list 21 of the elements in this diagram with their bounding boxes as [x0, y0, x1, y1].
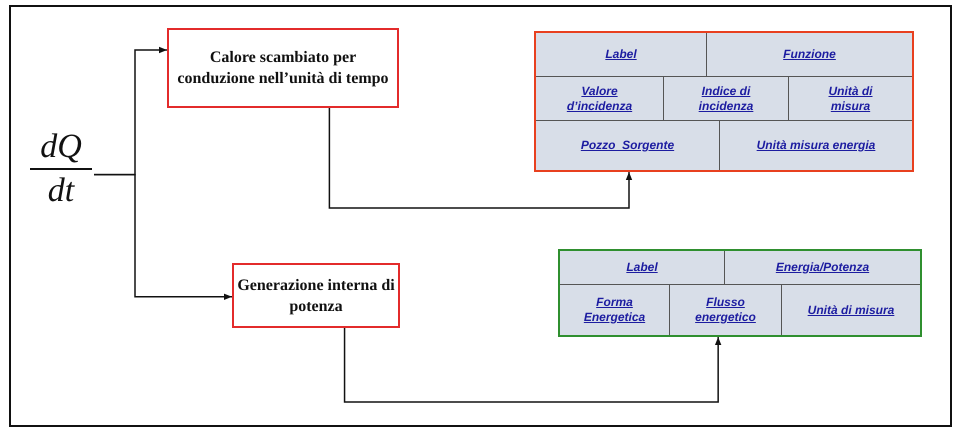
arrow	[94, 174, 232, 300]
attribute-table	[558, 249, 922, 337]
link: Label	[605, 47, 637, 62]
link: Energia/Potenza	[776, 260, 870, 275]
link: Label	[626, 260, 658, 275]
arrow	[328, 108, 632, 209]
process-box: Calore scambiato per conduzione nell’unità di tempo	[167, 28, 399, 108]
link: Unità di misura	[808, 302, 894, 318]
link: Unità misura energia	[756, 138, 876, 153]
link: Indice di incidenza	[698, 84, 754, 114]
link: Flusso energetico	[694, 295, 757, 325]
link: Valore d’incidenza	[566, 84, 634, 114]
attribute-table	[534, 31, 914, 172]
process-box: Generazione interna di potenza	[232, 263, 400, 328]
numerator: dQ	[40, 128, 82, 166]
arrow	[344, 328, 722, 403]
link: Funzione	[783, 47, 836, 62]
link: Pozzo_Sorgente	[580, 138, 674, 153]
denominator: dt	[48, 172, 74, 210]
link: Unità di misura	[828, 84, 874, 114]
link: Forma Energetica	[582, 295, 646, 325]
